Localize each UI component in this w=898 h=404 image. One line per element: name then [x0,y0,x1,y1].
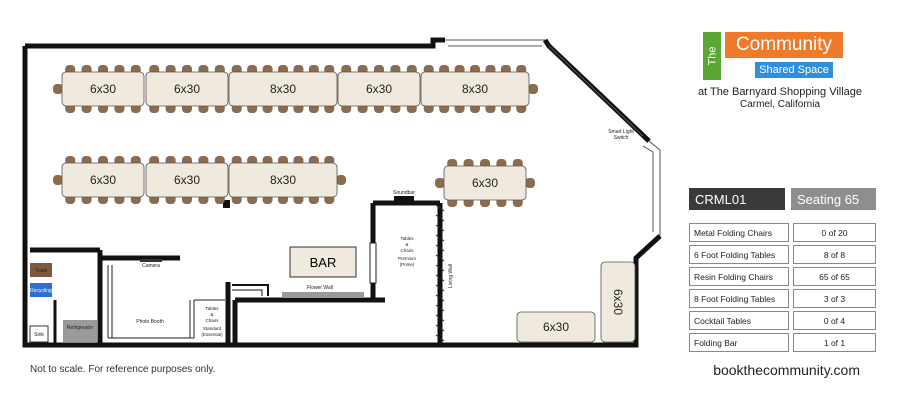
table-r2t3 [228,162,338,198]
table-br2 [600,261,636,343]
premium-label-3: Chairs [400,248,414,253]
chair [336,175,346,185]
smart-light-label-1: Smart Light [608,129,634,135]
windows [445,39,661,236]
table-r2t2 [145,162,229,198]
standard-label-3: Chairs [205,318,219,323]
photo-booth-label: Photo Booth [136,319,164,325]
soundbar-label: Soundbar [393,190,415,196]
sink-label: Sink [34,332,44,338]
inventory-value: 0 of 20 [793,223,876,242]
table-r2t1 [61,162,145,198]
living-wall-label: Living Wall [448,264,454,288]
standard-label-1: Tables [205,306,219,311]
inventory-item: Cocktail Tables [689,311,789,330]
recycling-bin [30,283,52,297]
inventory-item: 8 Foot Folding Tables [689,289,789,308]
sink [29,325,49,343]
table-label: 6x30 [90,82,116,96]
inventory-value: 1 of 1 [793,333,876,352]
seating-capacity: Seating 65 [791,188,876,210]
premium-label-4: Premium [398,256,416,261]
tables: 6x30 6x30 8x30 6x30 8x30 6x30 6x30 8x30 6x30 6x30… [61,71,636,343]
scale-note: Not to scale. For reference purposes onl… [30,364,216,375]
flower-wall-label: Flower Wall [307,285,333,291]
table-label: 8x30 [270,82,296,96]
table-label: 6x30 [472,176,498,190]
living-wall-hatch [435,204,445,342]
inventory-item: Folding Bar [689,333,789,352]
table-br1 [516,311,596,343]
table-r2t4 [443,165,527,201]
camera-label: Camera [142,263,160,269]
counter-rail-2 [232,289,263,296]
venue-location: Carmel, California [739,99,821,110]
table-label: 6x30 [90,173,116,187]
trash-label: Trash [35,268,48,274]
table-r1t3 [228,71,338,107]
table-label: 8x30 [462,82,488,96]
counter-rail [232,284,269,296]
table-label: 6x30 [174,173,200,187]
flower-wall [282,292,364,298]
standard-label-5: (Essential) [201,332,223,337]
trash-bin [30,263,52,277]
camera-mount [140,259,162,262]
table-label: 8x30 [270,173,296,187]
table-r1t4 [337,71,421,107]
inventory-value: 3 of 3 [793,289,876,308]
doorway [369,242,377,284]
chair [525,178,535,188]
smart-light-label-2: Switch [614,135,629,141]
recycling-label: Recycling [30,288,52,294]
inventory-item: Metal Folding Chairs [689,223,789,242]
table-r1t2 [145,71,229,107]
standard-label-2: & [210,312,213,317]
bar [289,246,357,278]
walls [22,37,662,348]
premium-label-1: Tables [400,236,414,241]
chair [435,178,445,188]
venue-name: at The Barnyard Shopping Village [697,86,863,98]
inventory-item: 6 Foot Folding Tables [689,245,789,264]
table-r1t1 [61,71,145,107]
premium-label-5: (Prime) [400,262,415,267]
table-r1t5 [420,71,530,107]
chair [528,84,538,94]
table-label: 6x30 [611,289,625,315]
logo-the: The [703,32,721,80]
table-label: 6x30 [366,82,392,96]
chair [53,84,63,94]
chair [53,175,63,185]
brand-logo: The Community Shared Space [703,32,843,80]
pillar [223,200,230,208]
website-link[interactable]: bookthecommunity.com [713,362,860,378]
inventory-value: 65 of 65 [793,267,876,286]
inventory-value: 8 of 8 [793,245,876,264]
refrigerator [63,320,97,342]
table-label: 6x30 [174,82,200,96]
standard-label-4: Standard [203,326,222,331]
logo-community: Community [725,32,843,58]
refrigerator-label: Refrigerator [67,325,94,331]
bar-label: BAR [310,255,337,270]
photo-booth-frame [107,265,225,339]
logo-shared-space: Shared Space [755,62,833,78]
inventory-value: 0 of 4 [793,311,876,330]
room-code: CRML01 [689,188,785,210]
inventory-item: Resin Folding Chairs [689,267,789,286]
table-label: 6x30 [543,320,569,334]
premium-label-2: & [405,242,408,247]
soundbar [394,196,414,201]
